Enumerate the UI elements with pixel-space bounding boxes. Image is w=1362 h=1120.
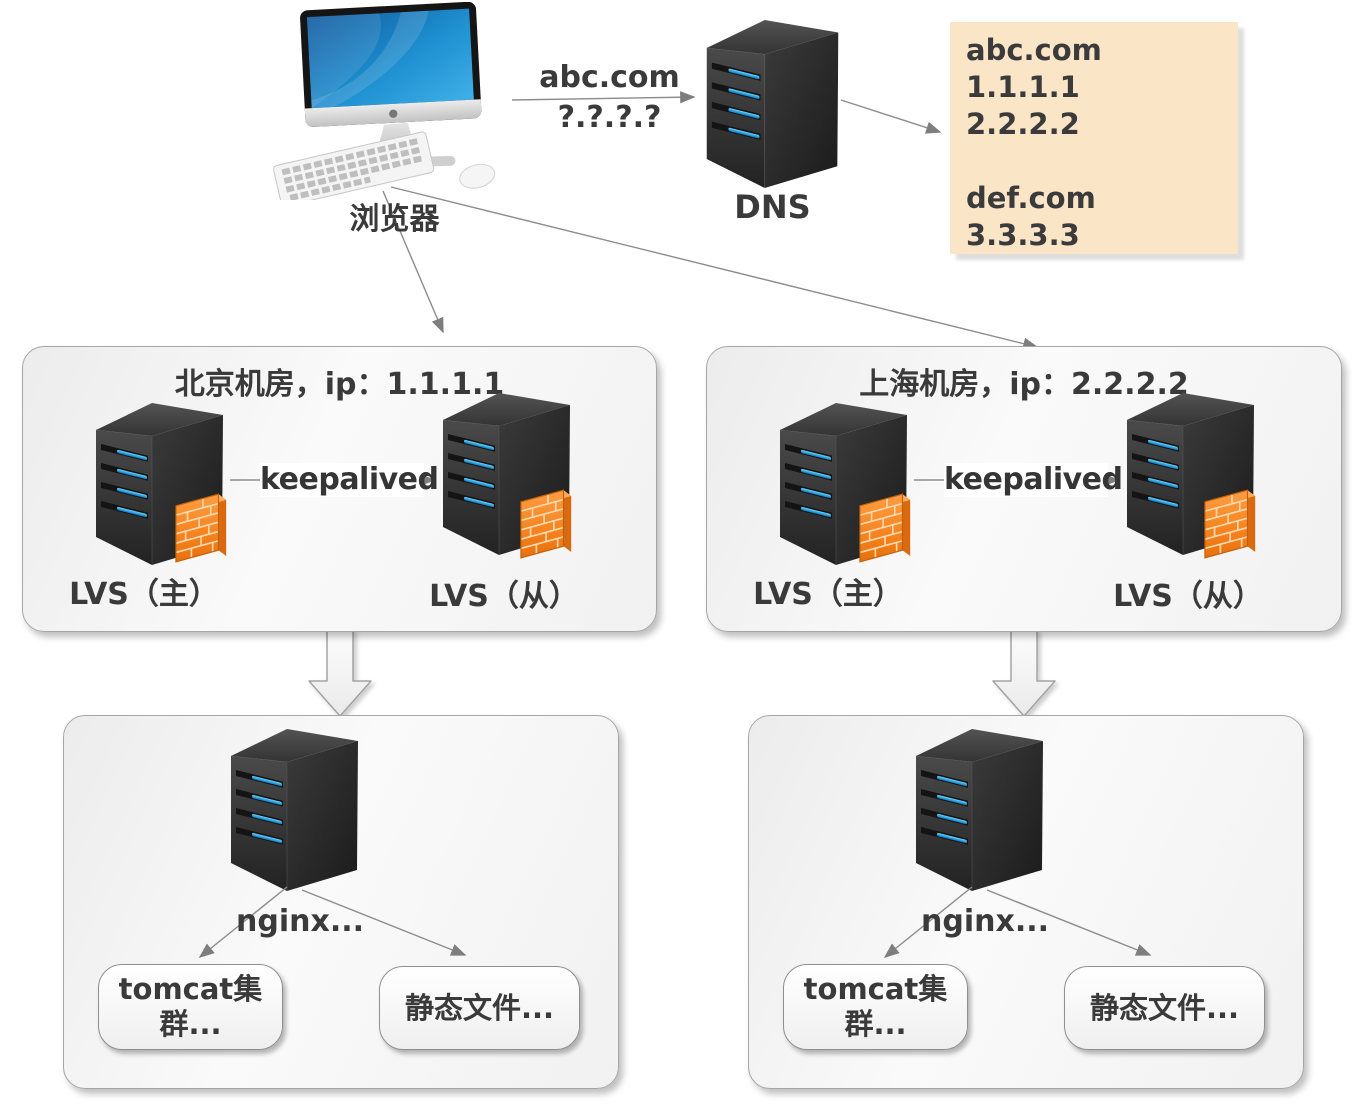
- static-files-box: 静态文件...: [379, 966, 580, 1050]
- lvs-master-label: LVS（主）: [753, 577, 903, 612]
- datacenter-panel-shanghai: 上海机房，ip：2.2.2.2 keepalived LVS（主） LVS（从）: [706, 346, 1342, 632]
- static-files-label: 静态文件...: [404, 990, 555, 1025]
- lvs-slave-label: LVS（从）: [1113, 579, 1263, 614]
- dns-label: DNS: [734, 188, 811, 226]
- note-line: 2.2.2.2: [966, 107, 1080, 141]
- lvs-slave-label: LVS（从）: [429, 579, 579, 614]
- note-line: 3.3.3.3: [966, 218, 1080, 252]
- lvs-master-label: LVS（主）: [69, 577, 219, 612]
- query-question-label: ?.?.?.?: [557, 100, 662, 135]
- tomcat-cluster-label: tomcat集群...: [803, 972, 948, 1041]
- nginx-label: nginx...: [236, 904, 365, 939]
- block-arrow-down-right: [992, 628, 1056, 717]
- browser-label: 浏览器: [349, 202, 440, 237]
- arrow-dns-to-records: [840, 99, 942, 134]
- static-files-label: 静态文件...: [1089, 990, 1240, 1025]
- cluster-panel-right: nginx... tomcat集群... 静态文件...: [748, 715, 1304, 1089]
- note-line: 1.1.1.1: [966, 70, 1080, 104]
- tomcat-cluster-box: tomcat集群...: [783, 964, 968, 1050]
- block-arrow-down-left: [308, 628, 372, 717]
- dns-server-icon: [706, 20, 839, 188]
- note-line: def.com: [966, 181, 1096, 215]
- keepalived-label: keepalived: [260, 462, 439, 497]
- tomcat-cluster-box: tomcat集群...: [98, 964, 283, 1050]
- static-files-box: 静态文件...: [1064, 966, 1265, 1050]
- datacenter-title: 北京机房，ip：1.1.1.1: [174, 367, 505, 402]
- nginx-connectors: [883, 886, 1152, 958]
- query-domain-label: abc.com: [539, 60, 680, 95]
- note-line: abc.com: [966, 33, 1102, 67]
- nginx-connectors: [198, 886, 467, 958]
- datacenter-title: 上海机房，ip：2.2.2.2: [859, 367, 1189, 402]
- imac-computer-icon: [272, 2, 522, 200]
- datacenter-panel-beijing: 北京机房，ip：1.1.1.1 keepalived LVS（主） LVS（从）: [22, 346, 657, 632]
- keepalived-label: keepalived: [944, 462, 1123, 497]
- cluster-panel-left: nginx... tomcat集群... 静态文件...: [63, 715, 619, 1089]
- note-line: [966, 143, 1238, 180]
- nginx-label: nginx...: [921, 904, 1050, 939]
- tomcat-cluster-label: tomcat集群...: [118, 972, 263, 1041]
- dns-records-note: abc.com 1.1.1.1 2.2.2.2 def.com 3.3.3.3: [950, 22, 1238, 254]
